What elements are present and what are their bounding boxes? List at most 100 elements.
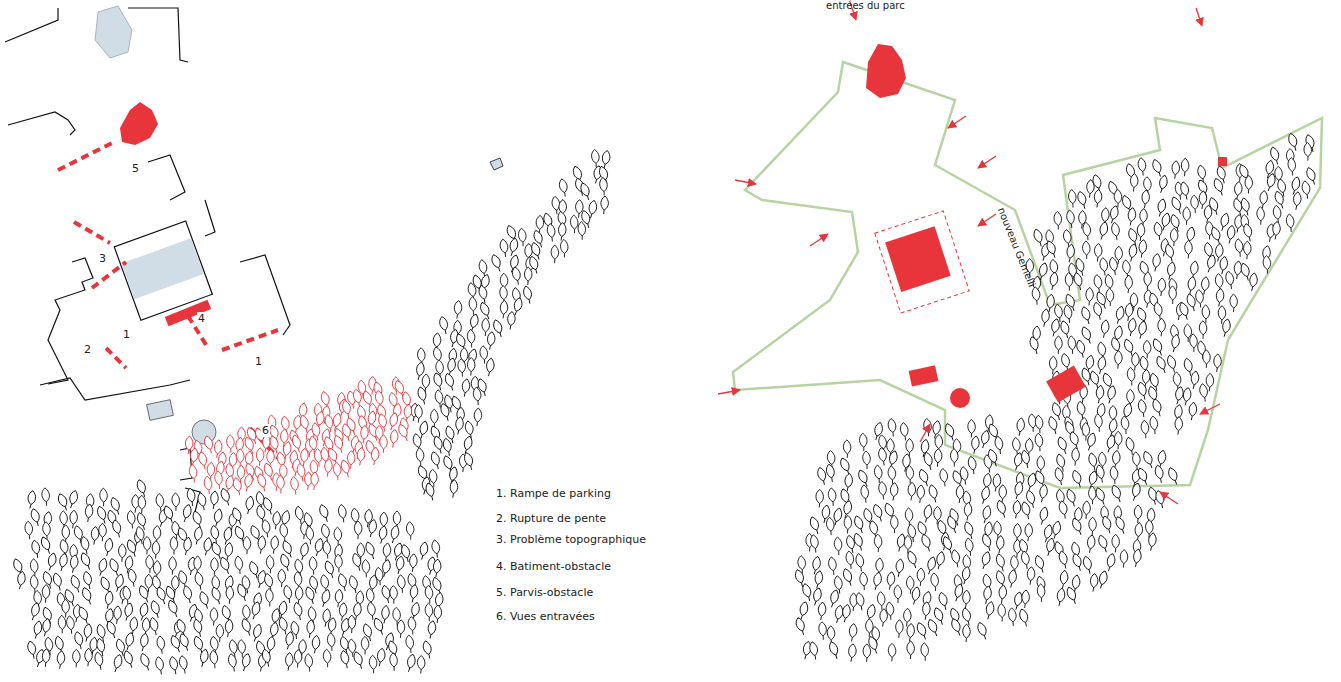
red-building [866,44,906,98]
tree-symbol [1085,287,1094,306]
tree-symbol [523,267,532,286]
tree-symbol [26,490,37,509]
tree-symbol [406,522,414,540]
tree-symbol [80,551,93,570]
key-item: 3. Problème topographique [496,533,646,546]
tree-symbol [1202,305,1211,323]
tree-symbol [1154,222,1163,241]
callout-number: 3 [98,252,107,265]
tree-symbol [232,477,243,496]
tree-symbol [40,536,53,555]
tree-symbol [1137,381,1148,400]
tree-symbol [1015,417,1026,436]
tree-symbol [334,527,342,545]
tree-symbol [1152,337,1165,356]
tree-symbol [111,519,122,538]
tree-symbol [559,178,569,197]
tree-symbol [138,633,150,652]
tree-symbol [600,177,608,195]
tree-symbol [466,357,475,376]
tree-symbol [236,449,245,467]
key-item: 4. Batiment-obstacle [496,560,611,573]
tree-symbol [390,653,398,671]
tree-symbol [353,651,365,670]
tree-symbol [1071,447,1080,466]
tree-symbol [118,544,127,563]
tree-symbol [408,584,419,603]
tree-symbol [906,641,915,659]
tree-symbol [860,572,868,590]
tree-symbol [433,372,444,391]
tree-symbol [1240,197,1251,216]
tree-symbol [570,215,578,233]
tree-symbol [1114,350,1123,369]
tree-symbol [189,464,198,482]
key-item: 6. Vues entravées [496,610,595,623]
tree-symbol [256,473,267,492]
tree-symbol [1165,261,1177,280]
tree-symbol [894,585,902,603]
tree-symbol [855,553,864,572]
tree-symbol [1096,570,1109,589]
tree-symbol [1082,555,1093,574]
tree-symbol [425,585,433,603]
tree-symbol [1178,301,1190,320]
tree-symbol [81,586,94,605]
red-obstacle-bar [165,300,211,327]
tree-symbol [872,503,885,522]
tree-symbol [31,540,41,559]
tree-symbol [440,403,452,422]
tree-symbol [72,649,81,667]
tree-symbol [795,617,807,636]
tree-symbol [996,499,1008,518]
tree-symbol [1263,256,1271,274]
trees [794,132,1318,662]
tree-symbol [1082,241,1090,259]
tree-symbol [298,542,311,561]
tree-symbol [340,650,351,669]
tree-symbol [294,586,304,605]
tree-symbol [888,418,897,436]
tree-symbol [1106,288,1114,306]
tree-symbol [1181,387,1192,406]
tree-symbol [843,473,854,492]
tree-symbol [1066,488,1078,507]
tree-symbol [460,378,471,397]
tree-symbol [169,656,179,675]
tree-symbol [41,648,51,667]
tree-symbol [819,622,827,640]
tree-symbol [408,553,418,572]
tree-symbol [352,389,362,408]
tree-symbol [425,603,433,621]
small-building [490,158,503,170]
tree-symbol [925,556,938,575]
tree-symbol [995,553,1006,572]
tree-symbol [461,435,474,454]
tree-symbol [1072,553,1084,572]
tree-symbol [478,285,488,304]
tree-symbol [323,540,331,558]
tree-symbol [277,475,285,493]
tree-symbol [1021,551,1031,570]
tree-symbol [269,535,280,554]
tree-symbol [1095,355,1107,374]
tree-symbol [473,387,482,405]
tree-symbol [853,515,865,534]
tree-symbol [31,620,44,639]
tree-symbol [193,618,204,637]
callout-number: 4 [197,312,206,325]
tree-symbol [42,488,50,506]
tree-symbol [1167,466,1180,485]
tree-symbol [123,650,135,669]
tree-symbol [1213,177,1226,196]
tree-symbol [1044,537,1057,556]
red-new-building [1046,366,1086,403]
tree-symbol [30,559,38,577]
tree-symbol [1199,321,1208,339]
tree-symbol [979,485,992,504]
tree-symbol [96,557,109,576]
tree-symbol [293,649,302,668]
tree-symbol [143,536,152,554]
tree-symbol [417,386,428,405]
tree-symbol [905,623,915,642]
